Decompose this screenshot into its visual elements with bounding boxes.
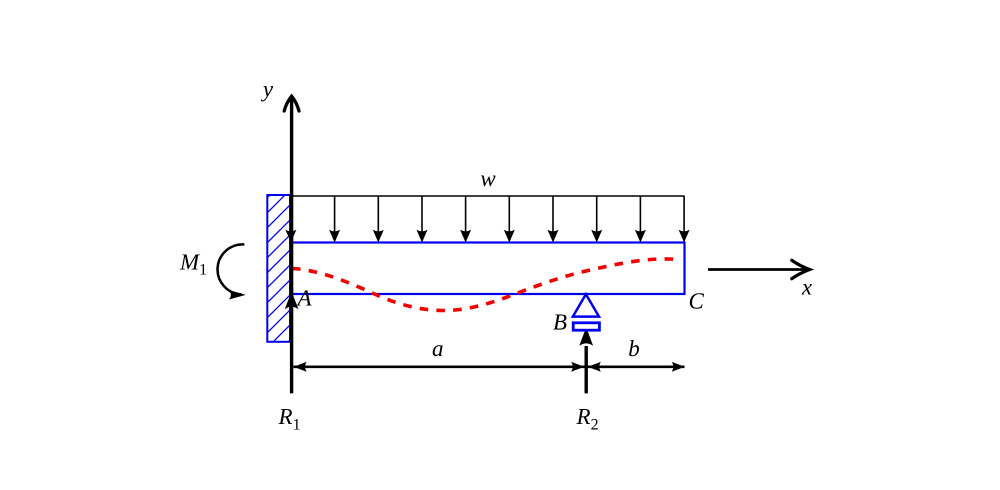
svg-text:x: x xyxy=(801,275,813,300)
svg-text:R2: R2 xyxy=(576,404,599,434)
svg-text:C: C xyxy=(689,289,705,314)
svg-text:w: w xyxy=(480,166,496,191)
svg-text:R1: R1 xyxy=(278,404,301,434)
svg-text:a: a xyxy=(432,336,444,361)
svg-text:B: B xyxy=(553,310,567,335)
svg-text:M1: M1 xyxy=(179,249,207,278)
svg-text:A: A xyxy=(296,286,313,311)
svg-text:b: b xyxy=(628,336,640,361)
svg-text:y: y xyxy=(261,77,274,102)
